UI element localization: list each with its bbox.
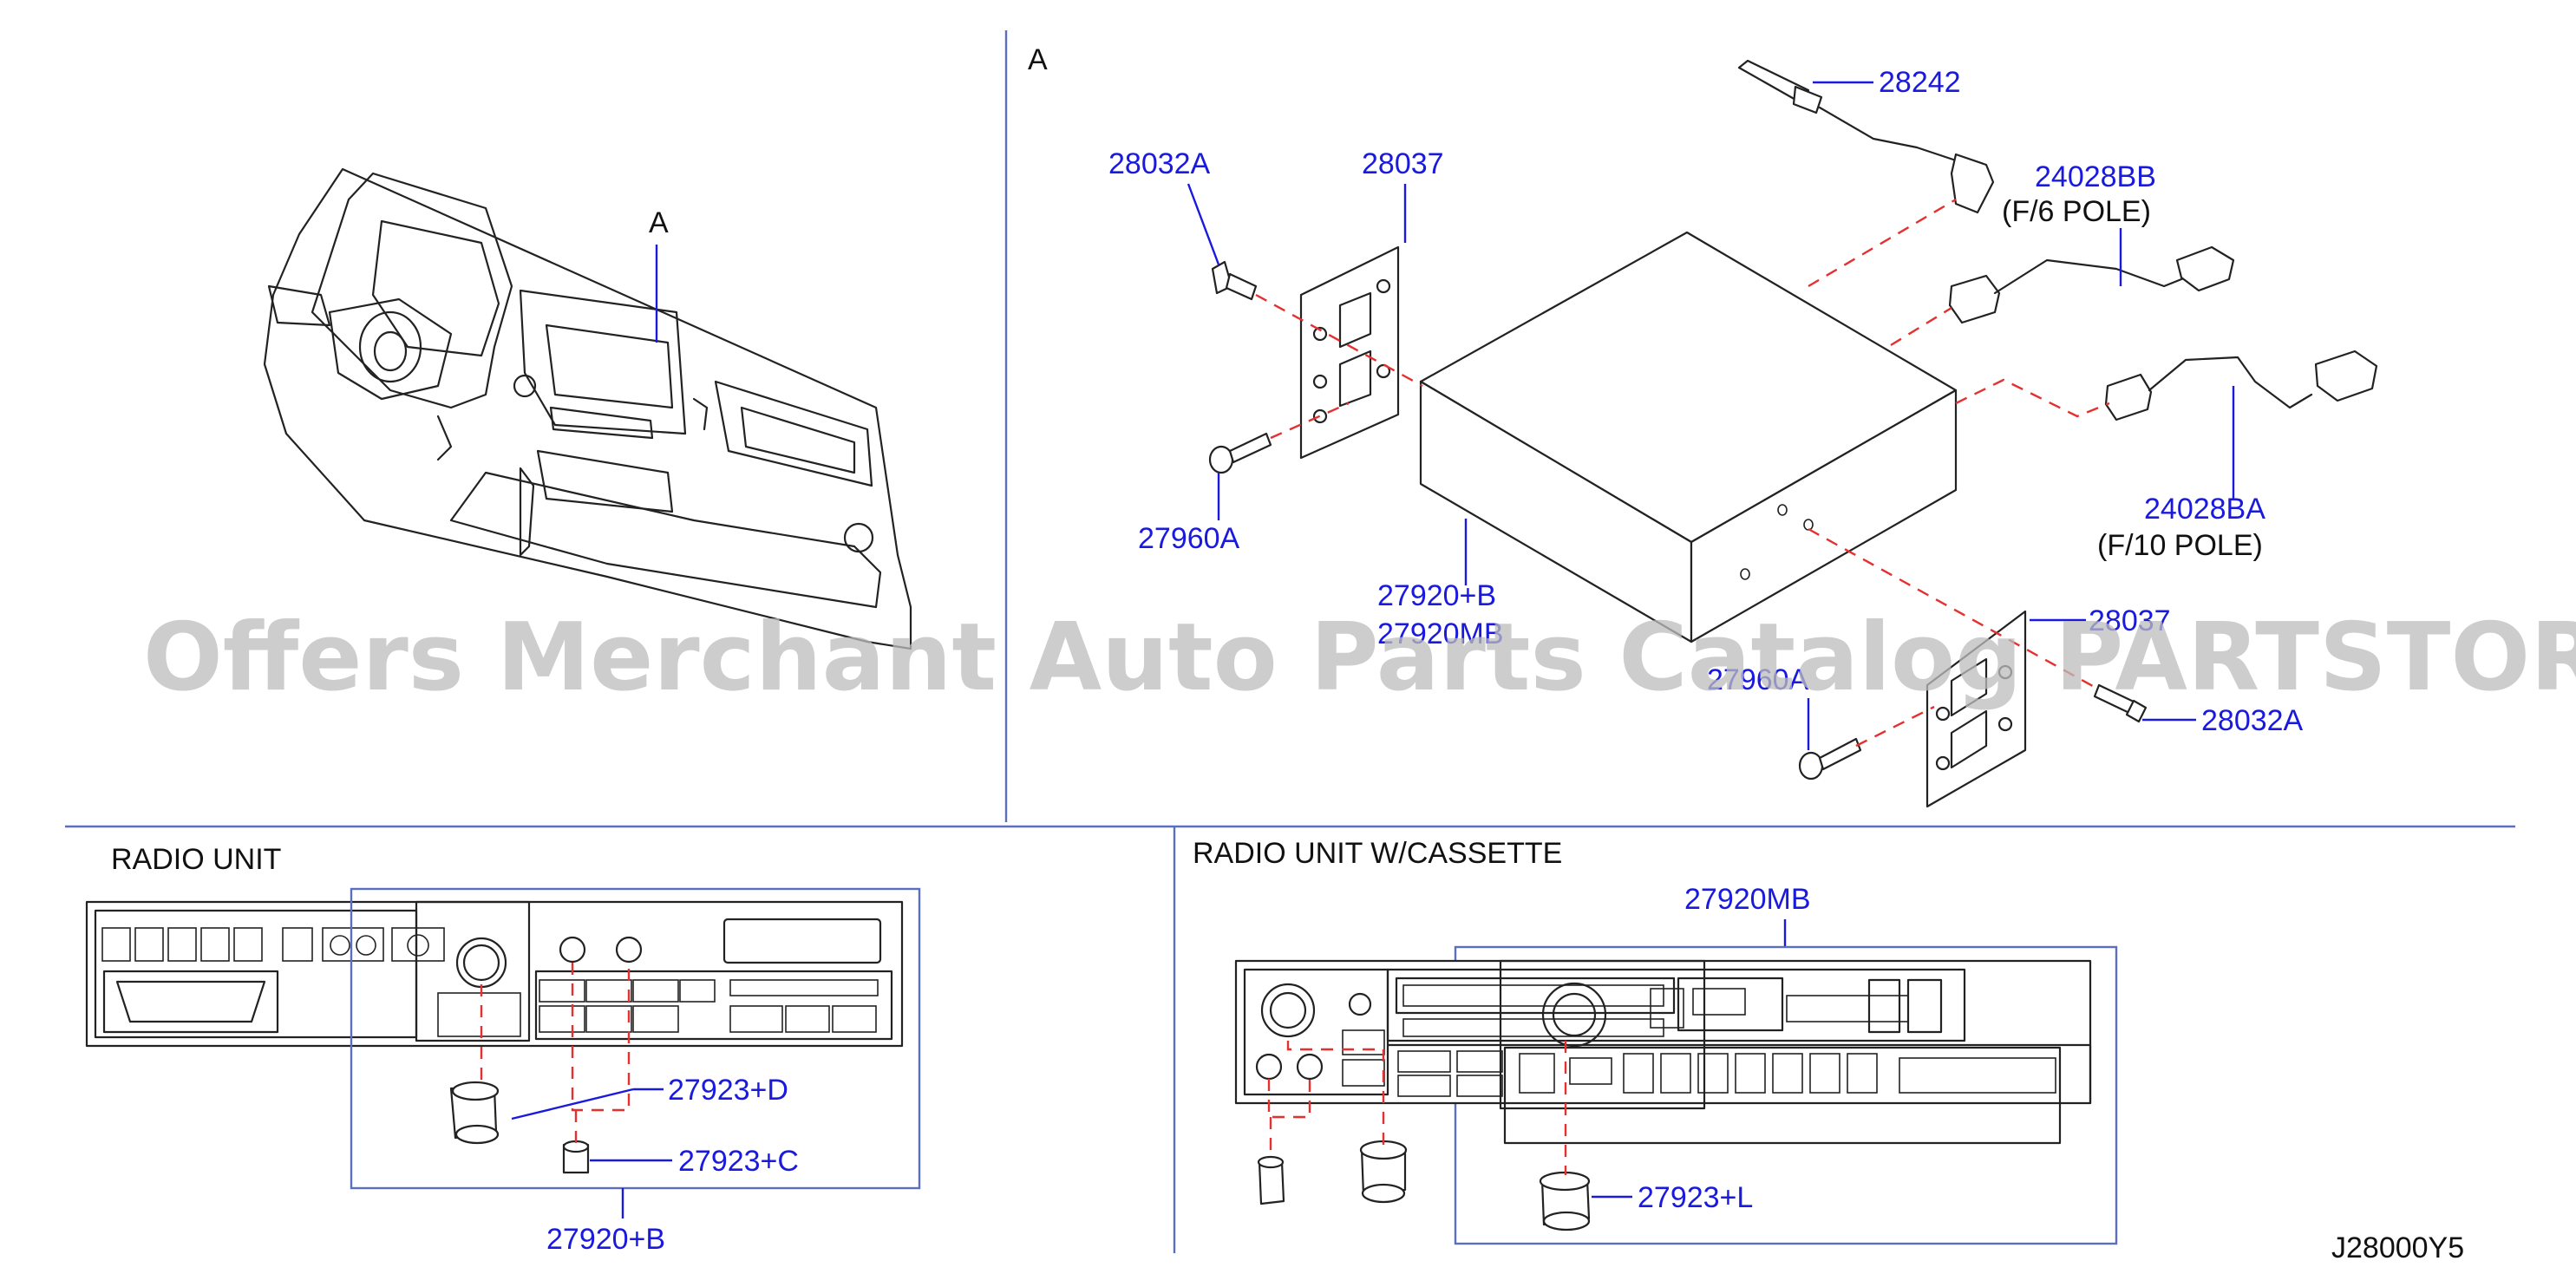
note-24028BA: (F/10 POLE) xyxy=(2097,529,2263,562)
label-24028BB[interactable]: 24028BB xyxy=(2035,160,2156,193)
note-24028BB: (F/6 POLE) xyxy=(2002,195,2151,228)
radio-unit-assembly-lines xyxy=(480,963,631,1143)
assembly-lines-top xyxy=(1255,198,2110,748)
radio-unit-faceplate xyxy=(85,900,904,1048)
cassette-knobs xyxy=(1257,1140,1408,1205)
label-27920B-center[interactable]: 27920+B xyxy=(1377,579,1496,612)
label-27960A-top[interactable]: 27960A xyxy=(1138,522,1240,555)
screw-27960A-top xyxy=(1208,432,1272,474)
cassette-unit-faceplate xyxy=(1234,959,2092,1145)
bracket-28037-top xyxy=(1299,245,1400,460)
connector-24028BA xyxy=(2104,350,2378,421)
label-28037-top[interactable]: 28037 xyxy=(1362,147,1444,180)
label-27923L[interactable]: 27923+L xyxy=(1638,1181,1753,1214)
marker-a-left: A xyxy=(649,206,669,239)
knob-27923D xyxy=(449,1081,500,1145)
knob-27923C xyxy=(562,1140,590,1174)
watermark-text: Offers Merchant Auto Parts Catalog PARTS… xyxy=(143,604,2576,712)
antenna-lead-28242 xyxy=(1737,59,1995,214)
radio-unit-highlight-box xyxy=(350,887,921,1190)
label-28242[interactable]: 28242 xyxy=(1879,66,1961,99)
label-27923C[interactable]: 27923+C xyxy=(678,1145,799,1178)
connector-24028BB xyxy=(1948,245,2235,324)
dashboard-illustration xyxy=(263,167,912,650)
knob-27923L xyxy=(1539,1171,1591,1231)
screw-27960A-bottom xyxy=(1798,737,1862,781)
label-27960A-bottom[interactable]: 27960A xyxy=(1707,663,1809,696)
label-27923D[interactable]: 27923+D xyxy=(668,1074,788,1107)
label-27920MB-center[interactable]: 27920MB xyxy=(1377,617,1504,650)
screw-28032A-top xyxy=(1211,260,1258,301)
label-28032A-bottom[interactable]: 28032A xyxy=(2201,704,2304,737)
bracket-28037-bottom xyxy=(1925,610,2027,808)
label-27920MB-cassette[interactable]: 27920MB xyxy=(1684,883,1811,916)
label-28037-bottom[interactable]: 28037 xyxy=(2089,604,2171,637)
cassette-assembly-lines xyxy=(1267,1041,1567,1175)
label-27920B-radio[interactable]: 27920+B xyxy=(546,1223,665,1256)
marker-a-right: A xyxy=(1028,43,1048,76)
label-24028BA[interactable]: 24028BA xyxy=(2144,493,2265,526)
diagram-code: J28000Y5 xyxy=(2331,1231,2464,1264)
label-28032A-top[interactable]: 28032A xyxy=(1108,147,1211,180)
screw-28032A-bottom xyxy=(2093,683,2148,723)
radio-box-unit xyxy=(1419,231,1958,644)
cassette-unit-title: RADIO UNIT W/CASSETTE xyxy=(1193,837,1562,870)
radio-unit-title: RADIO UNIT xyxy=(111,843,281,876)
